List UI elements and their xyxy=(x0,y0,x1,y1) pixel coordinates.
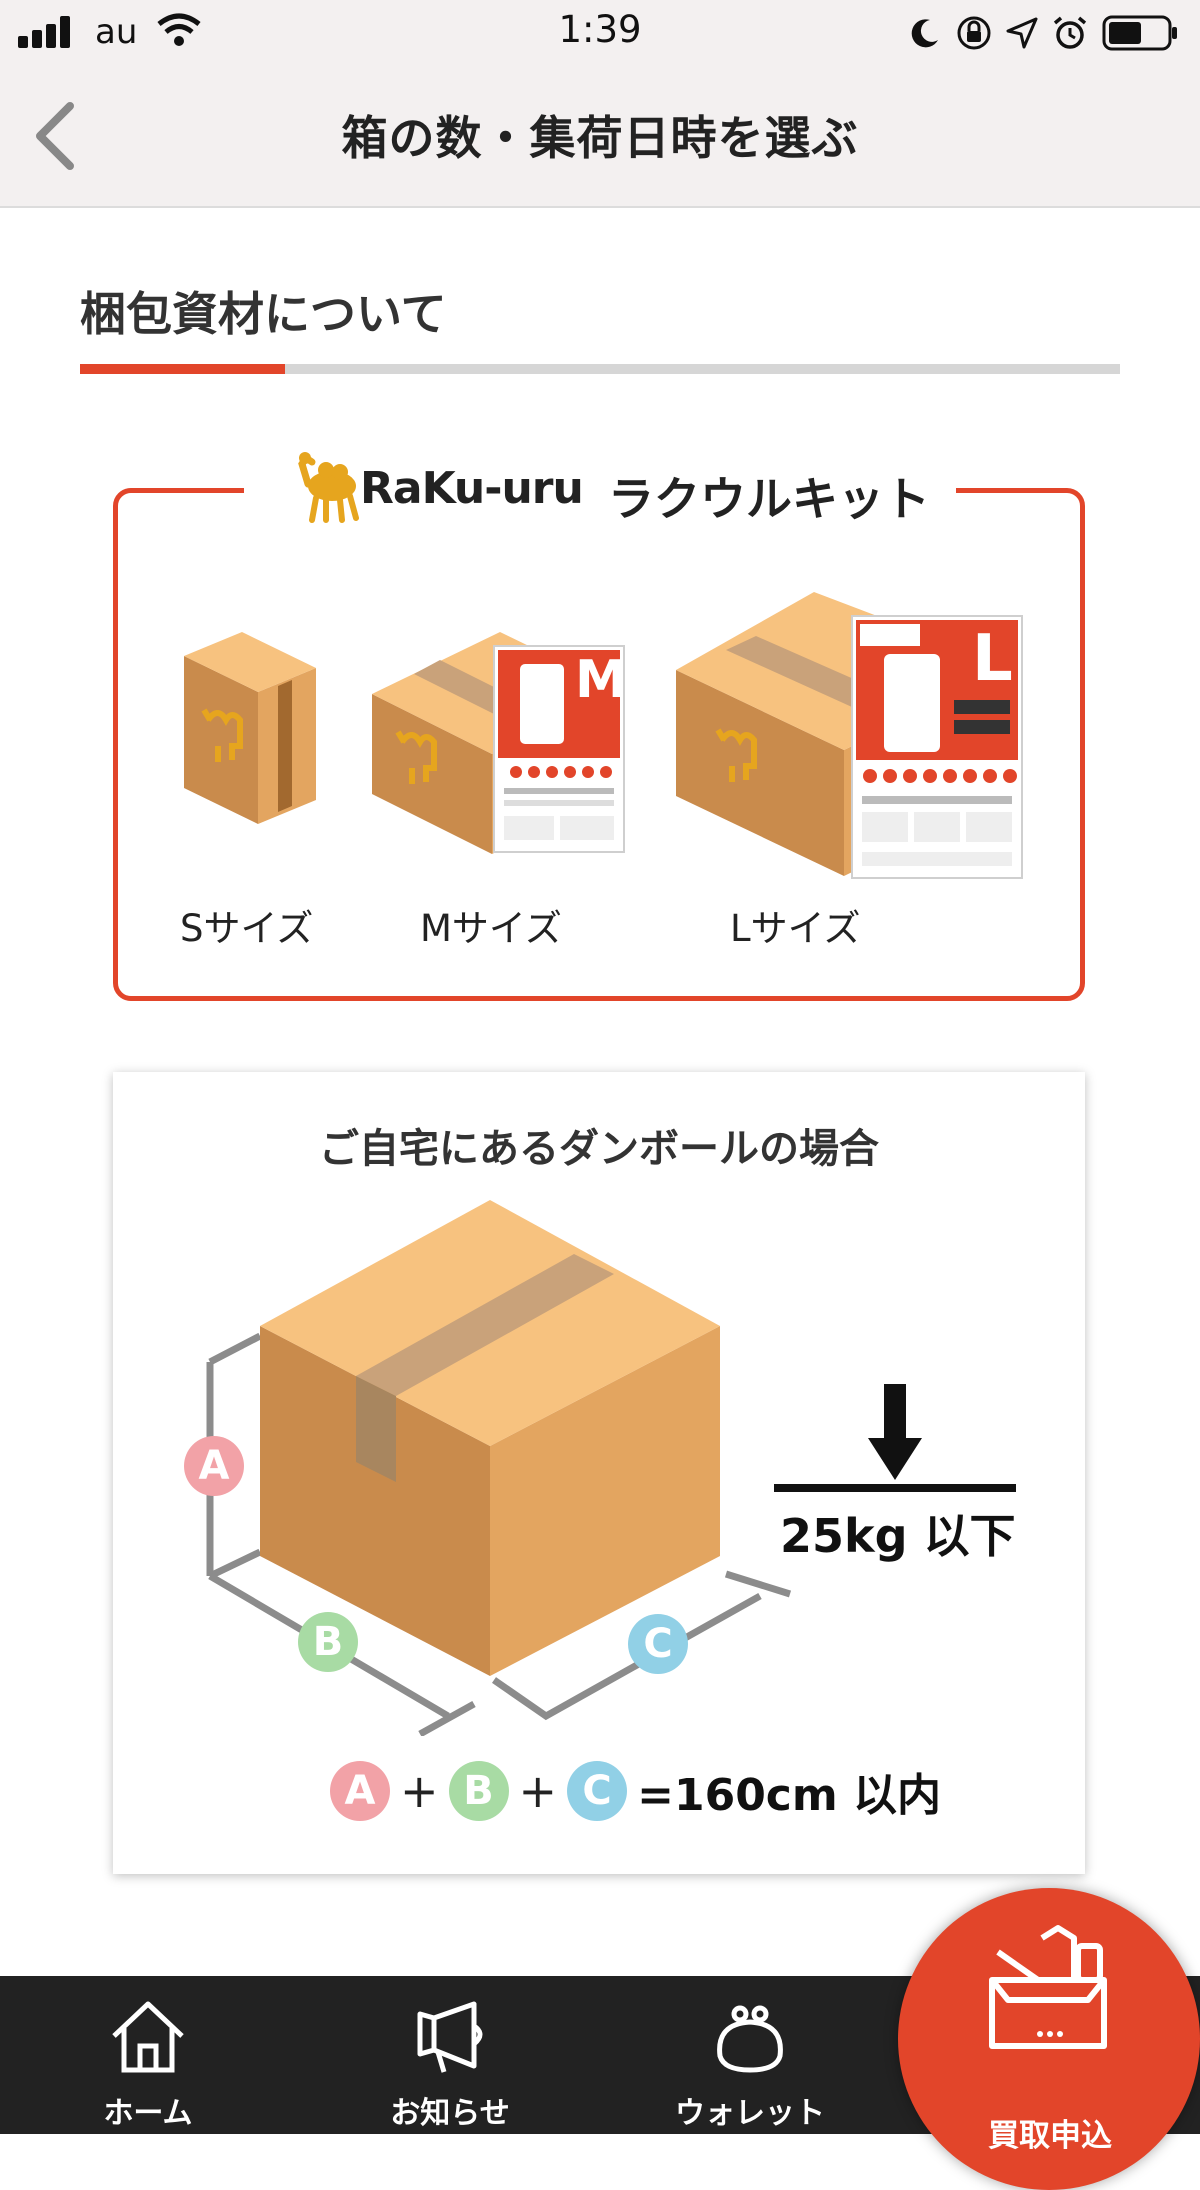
tab-news-label: お知らせ xyxy=(390,2096,510,2131)
section-underline xyxy=(80,364,1120,374)
moon-icon xyxy=(911,19,938,48)
formula-c-badge: C xyxy=(567,1761,628,1821)
size-label-s: Sサイズ xyxy=(180,907,314,950)
page-title: 箱の数・集荷日時を選ぶ xyxy=(341,111,859,165)
section-underline-active xyxy=(80,364,285,374)
wallet-icon xyxy=(717,2005,783,2073)
carrier-label: au xyxy=(95,12,138,52)
size-label-l: Lサイズ xyxy=(730,907,861,950)
dimension-c-badge: C xyxy=(628,1614,688,1674)
m-box-illustration xyxy=(372,632,625,854)
battery-icon xyxy=(1102,15,1177,51)
s-box-illustration xyxy=(184,632,316,824)
dimension-a-badge: A xyxy=(184,1436,244,1496)
kit-header xyxy=(244,446,956,526)
box-items-icon xyxy=(989,1925,1107,2049)
size-label-m: Mサイズ xyxy=(420,907,562,950)
navigation-bar: 箱の数・集荷日時を選ぶ xyxy=(0,66,1200,208)
tab-home[interactable]: ホーム xyxy=(48,1976,248,2134)
apply-button-label: 買取申込 xyxy=(988,2118,1112,2154)
formula-b-badge: B xyxy=(448,1761,509,1821)
wifi-icon xyxy=(157,13,201,46)
tab-news[interactable]: お知らせ xyxy=(350,1976,550,2134)
weight-limit-label: 25kg 以下 xyxy=(780,1509,1016,1563)
tab-wallet-label: ウォレット xyxy=(675,2096,825,2131)
rotation-lock-icon xyxy=(957,16,991,50)
chevron-left-icon xyxy=(36,102,74,170)
formula-a-badge: A xyxy=(330,1761,390,1821)
brand-logo-text: RaKu-uru xyxy=(360,463,584,514)
kit-title: ラクウルキット xyxy=(608,472,930,526)
home-box-title: ご自宅にあるダンボールの場合 xyxy=(319,1126,879,1172)
megaphone-icon xyxy=(417,2001,483,2073)
tab-home-label: ホーム xyxy=(103,2096,193,2131)
home-icon xyxy=(112,2001,184,2073)
l-size-badge: L xyxy=(972,622,1013,696)
l-box-illustration xyxy=(676,592,1023,879)
cardboard-box-illustration xyxy=(206,1200,792,1736)
tab-wallet[interactable]: ウォレット xyxy=(650,1976,850,2134)
dimension-b-badge: B xyxy=(298,1612,358,1672)
signal-icon xyxy=(18,16,70,48)
status-time: 1:39 xyxy=(558,8,642,51)
status-icons xyxy=(908,10,1180,56)
status-bar: au 1:39 xyxy=(0,0,1200,66)
weight-arrow-icon xyxy=(774,1384,1016,1492)
formula-plus: + xyxy=(400,1764,439,1818)
formula-result: =160cm 以内 xyxy=(637,1770,942,1821)
formula-plus: + xyxy=(518,1764,558,1818)
camel-logo-icon xyxy=(298,452,359,523)
alarm-icon xyxy=(1053,16,1087,49)
back-button[interactable] xyxy=(10,86,110,186)
location-icon xyxy=(1006,17,1038,49)
m-size-badge: M xyxy=(575,650,627,710)
section-title: 梱包資材について xyxy=(80,287,447,341)
size-formula: A + B + C =160cm 以内 xyxy=(330,1758,941,1824)
